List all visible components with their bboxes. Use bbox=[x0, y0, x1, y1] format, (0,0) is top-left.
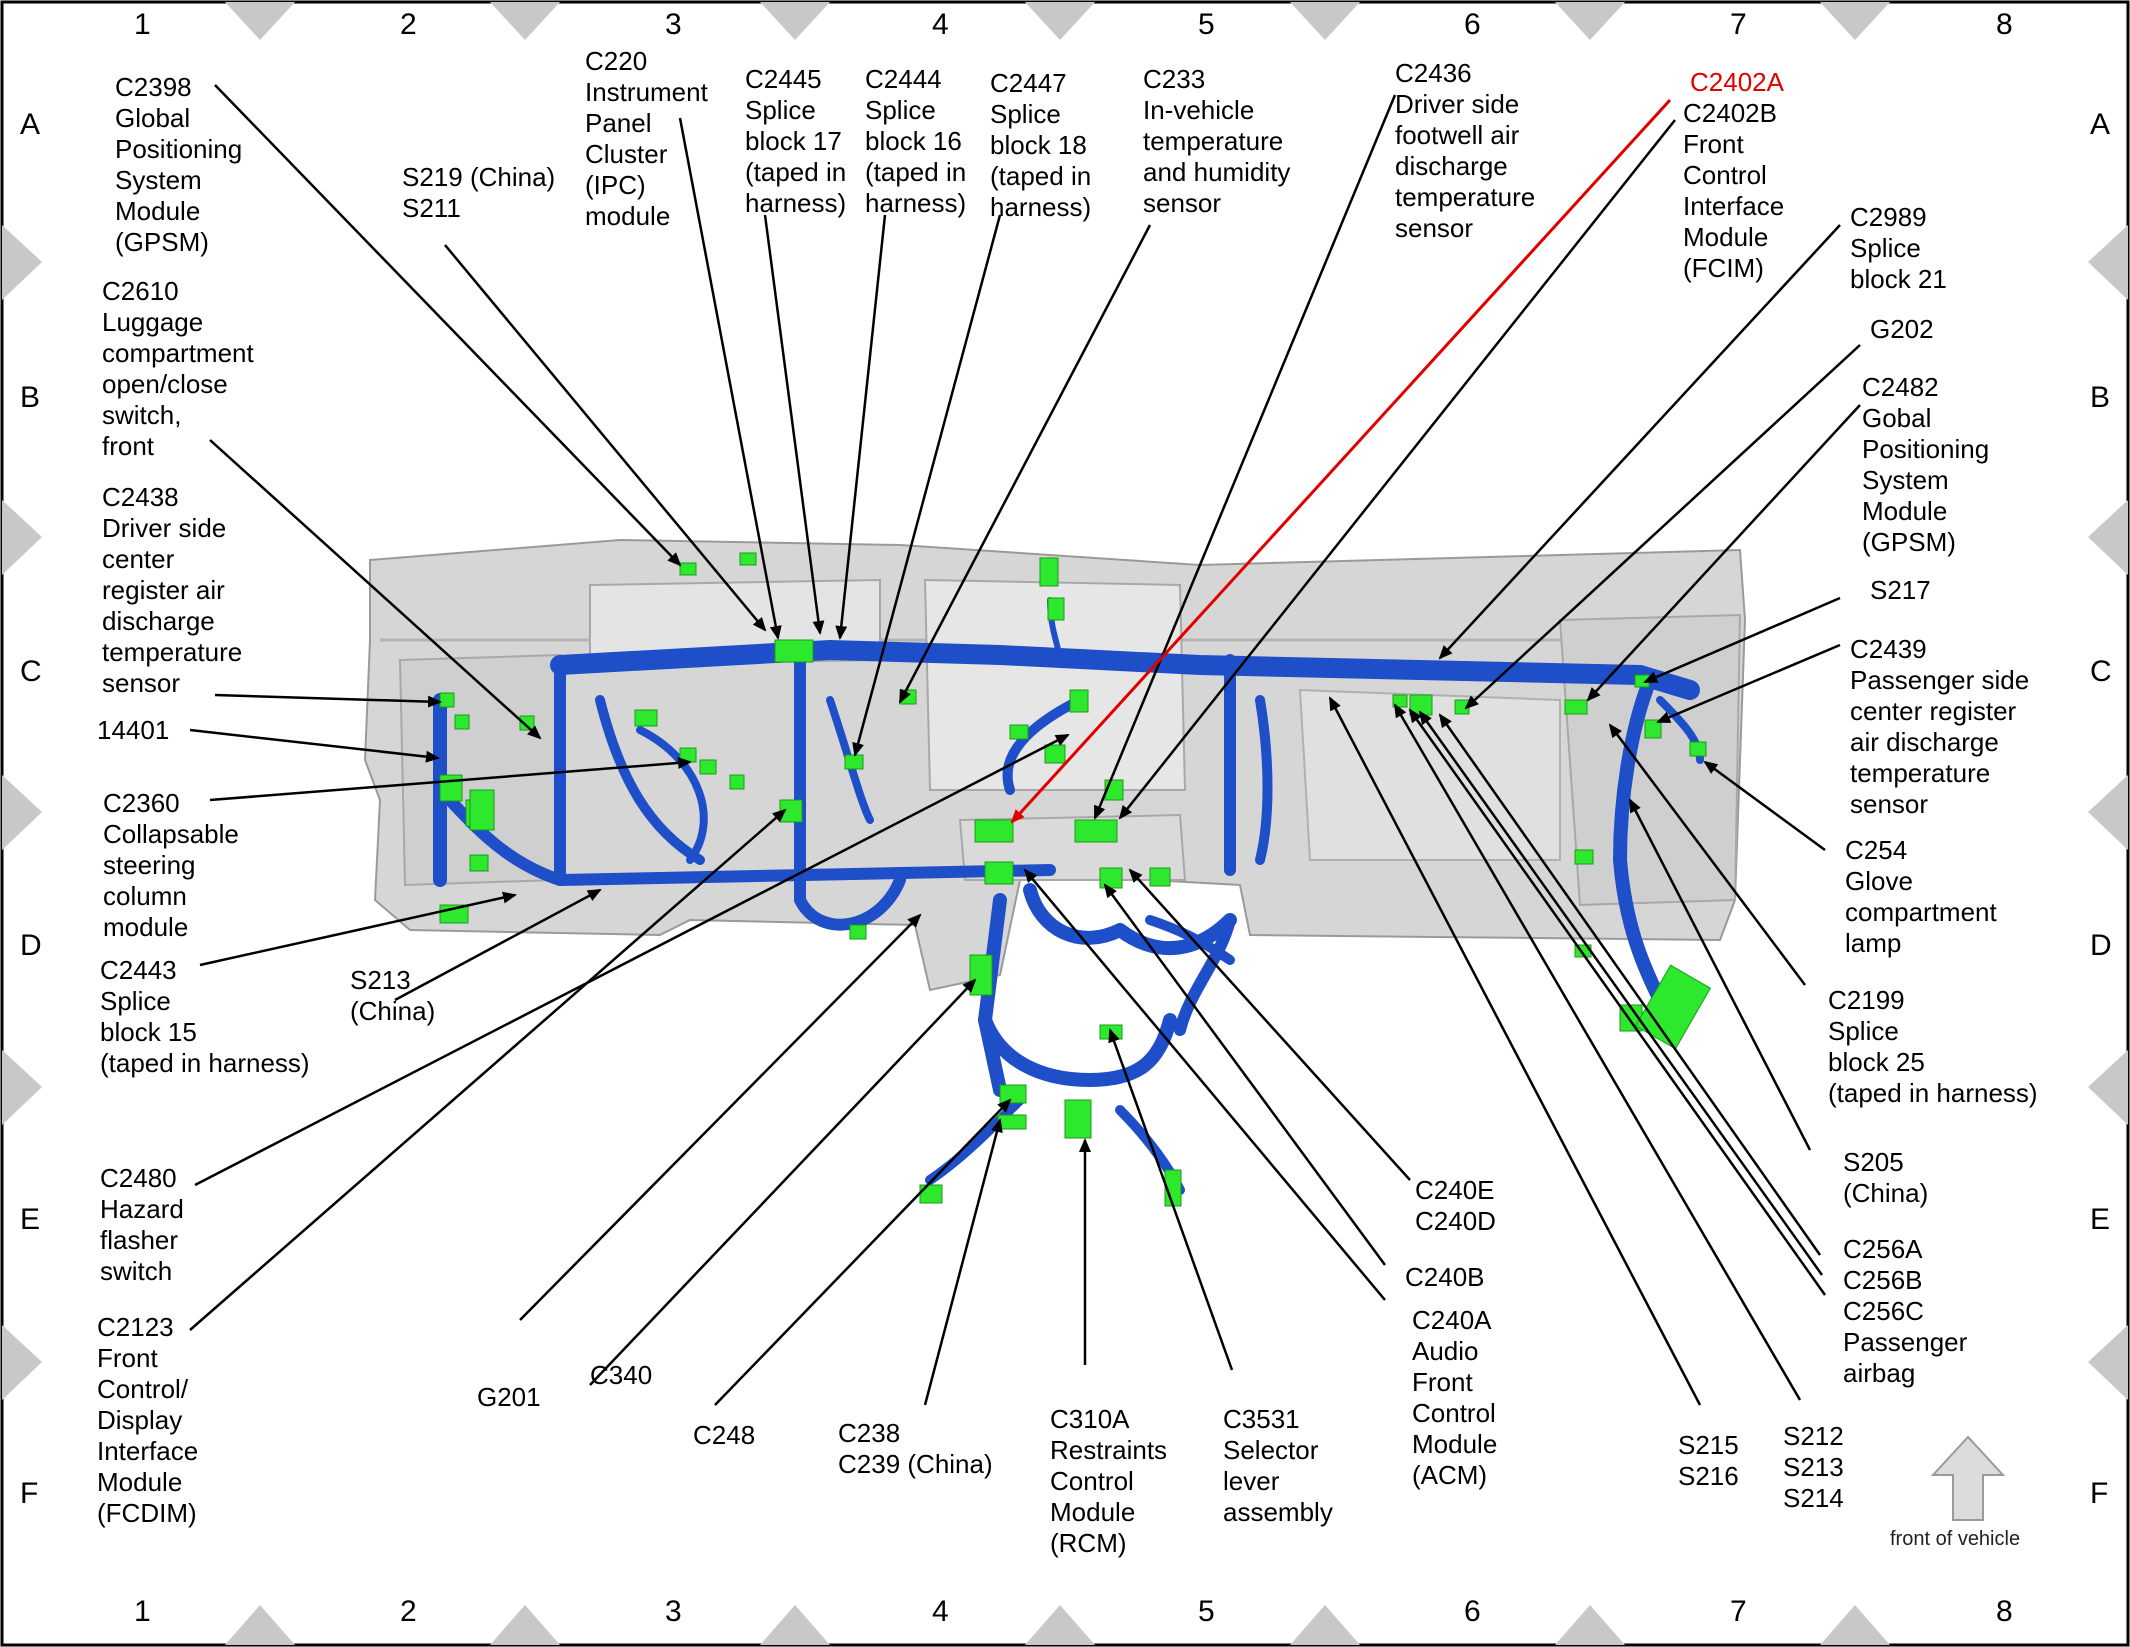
grid-col-7: 7 bbox=[1730, 8, 1747, 41]
grid-row-f: F bbox=[20, 1477, 39, 1510]
label-c340: C340 bbox=[590, 1360, 653, 1390]
label-c2989: C2989 Splice block 21 bbox=[1850, 202, 1947, 294]
label-c2482: C2482 Gobal Positioning System Module (G… bbox=[1862, 372, 1990, 557]
grid-col-4-bottom: 4 bbox=[932, 1595, 949, 1628]
label-s212-s214: S212 S213 S214 bbox=[1783, 1421, 1844, 1513]
grid-col-1: 1 bbox=[134, 8, 151, 41]
label-s215-s216: S215 S216 bbox=[1678, 1430, 1739, 1491]
label-c2402b: C2402B Front Control Interface Module (F… bbox=[1683, 98, 1785, 283]
label-c240e-c240d: C240E C240D bbox=[1415, 1175, 1496, 1236]
grid-row-a: A bbox=[20, 108, 41, 141]
label-c2610: C2610 Luggage compartment open/close swi… bbox=[102, 276, 254, 461]
label-c254: C254 Glove compartment lamp bbox=[1845, 835, 1997, 958]
label-c2123: C2123 Front Control/ Display Interface M… bbox=[97, 1312, 199, 1528]
label-c2439: C2439 Passenger side center register air… bbox=[1850, 634, 2030, 819]
grid-col-8: 8 bbox=[1996, 8, 2013, 41]
grid-col-3-bottom: 3 bbox=[665, 1595, 682, 1628]
grid-row-e-right: E bbox=[2090, 1203, 2111, 1236]
label-c3531: C3531 Selector lever assembly bbox=[1223, 1404, 1333, 1527]
connector-c2398 bbox=[679, 562, 697, 576]
label-c2360: C2360 Collapsable steering column module bbox=[103, 788, 239, 942]
label-g201: G201 bbox=[477, 1382, 541, 1412]
label-c233: C233 In-vehicle temperature and humidity… bbox=[1143, 64, 1291, 218]
grid-row-c: C bbox=[20, 655, 42, 688]
label-s205: S205 (China) bbox=[1843, 1147, 1929, 1208]
grid-col-5: 5 bbox=[1198, 8, 1215, 41]
label-14401: 14401 bbox=[97, 715, 170, 745]
label-c2480: C2480 Hazard flasher switch bbox=[100, 1163, 184, 1286]
label-c310a: C310A Restraints Control Module (RCM) bbox=[1050, 1404, 1168, 1558]
leader-lines bbox=[189, 84, 1861, 1406]
connectors bbox=[439, 552, 1712, 1207]
label-c256-passenger-airbag: C256A C256B C256C Passenger airbag bbox=[1843, 1234, 1968, 1388]
grid-col-3: 3 bbox=[665, 8, 682, 41]
label-c2402a: C2402A bbox=[1690, 67, 1784, 97]
grid-col-5-bottom: 5 bbox=[1198, 1595, 1215, 1628]
grid-row-c-right: C bbox=[2090, 655, 2112, 688]
grid-row-b: B bbox=[20, 381, 41, 414]
label-c248: C248 bbox=[693, 1420, 756, 1450]
connector-g201 bbox=[969, 954, 993, 996]
label-c2447: C2447 Splice block 18 (taped in harness) bbox=[990, 68, 1092, 222]
label-c2436: C2436 Driver side footwell air discharge… bbox=[1395, 58, 1536, 243]
connector-c310a bbox=[1064, 1099, 1092, 1139]
grid-col-4: 4 bbox=[932, 8, 949, 41]
label-c2444: C2444 Splice block 16 (taped in harness) bbox=[865, 64, 967, 218]
label-c238-c239: C238 C239 (China) bbox=[838, 1418, 993, 1479]
grid-row-d-right: D bbox=[2090, 929, 2112, 962]
connector-c2402a bbox=[974, 819, 1014, 843]
front-of-vehicle-label: front of vehicle bbox=[1890, 1528, 2021, 1550]
connector-c2402b bbox=[1074, 819, 1118, 843]
grid-col-8-bottom: 8 bbox=[1996, 1595, 2013, 1628]
grid-col-6: 6 bbox=[1464, 8, 1481, 41]
highlight-leader-c2402a bbox=[1010, 98, 1672, 824]
label-c2398: C2398 Global Positioning System Module (… bbox=[115, 72, 243, 257]
grid-col-7-bottom: 7 bbox=[1730, 1595, 1747, 1628]
label-c240b: C240B bbox=[1405, 1262, 1485, 1292]
grid-row-a-right: A bbox=[2090, 108, 2111, 141]
grid-col-1-bottom: 1 bbox=[134, 1595, 151, 1628]
grid-col-6-bottom: 6 bbox=[1464, 1595, 1481, 1628]
grid-col-2-bottom: 2 bbox=[400, 1595, 417, 1628]
up-arrow-icon bbox=[1930, 1435, 2006, 1521]
connector-c220 bbox=[774, 639, 814, 663]
grid-row-e: E bbox=[20, 1203, 41, 1236]
label-c2443: C2443 Splice block 15 (taped in harness) bbox=[100, 955, 310, 1078]
label-c2438: C2438 Driver side center register air di… bbox=[102, 482, 243, 698]
label-c220: C220 Instrument Panel Cluster (IPC) modu… bbox=[585, 46, 708, 231]
label-g202: G202 bbox=[1870, 314, 1934, 344]
label-s219-s211: S219 (China) S211 bbox=[402, 162, 556, 223]
label-c240a: C240A Audio Front Control Module (ACM) bbox=[1412, 1305, 1498, 1490]
label-c2199: C2199 Splice block 25 (taped in harness) bbox=[1828, 985, 2038, 1108]
label-s217: S217 bbox=[1870, 575, 1931, 605]
grid-row-d: D bbox=[20, 929, 42, 962]
grid-row-f-right: F bbox=[2090, 1477, 2109, 1510]
grid-row-b-right: B bbox=[2090, 381, 2111, 414]
grid-col-2: 2 bbox=[400, 8, 417, 41]
label-s213: S213 (China) bbox=[350, 965, 436, 1026]
label-c2445: C2445 Splice block 17 (taped in harness) bbox=[745, 64, 847, 218]
